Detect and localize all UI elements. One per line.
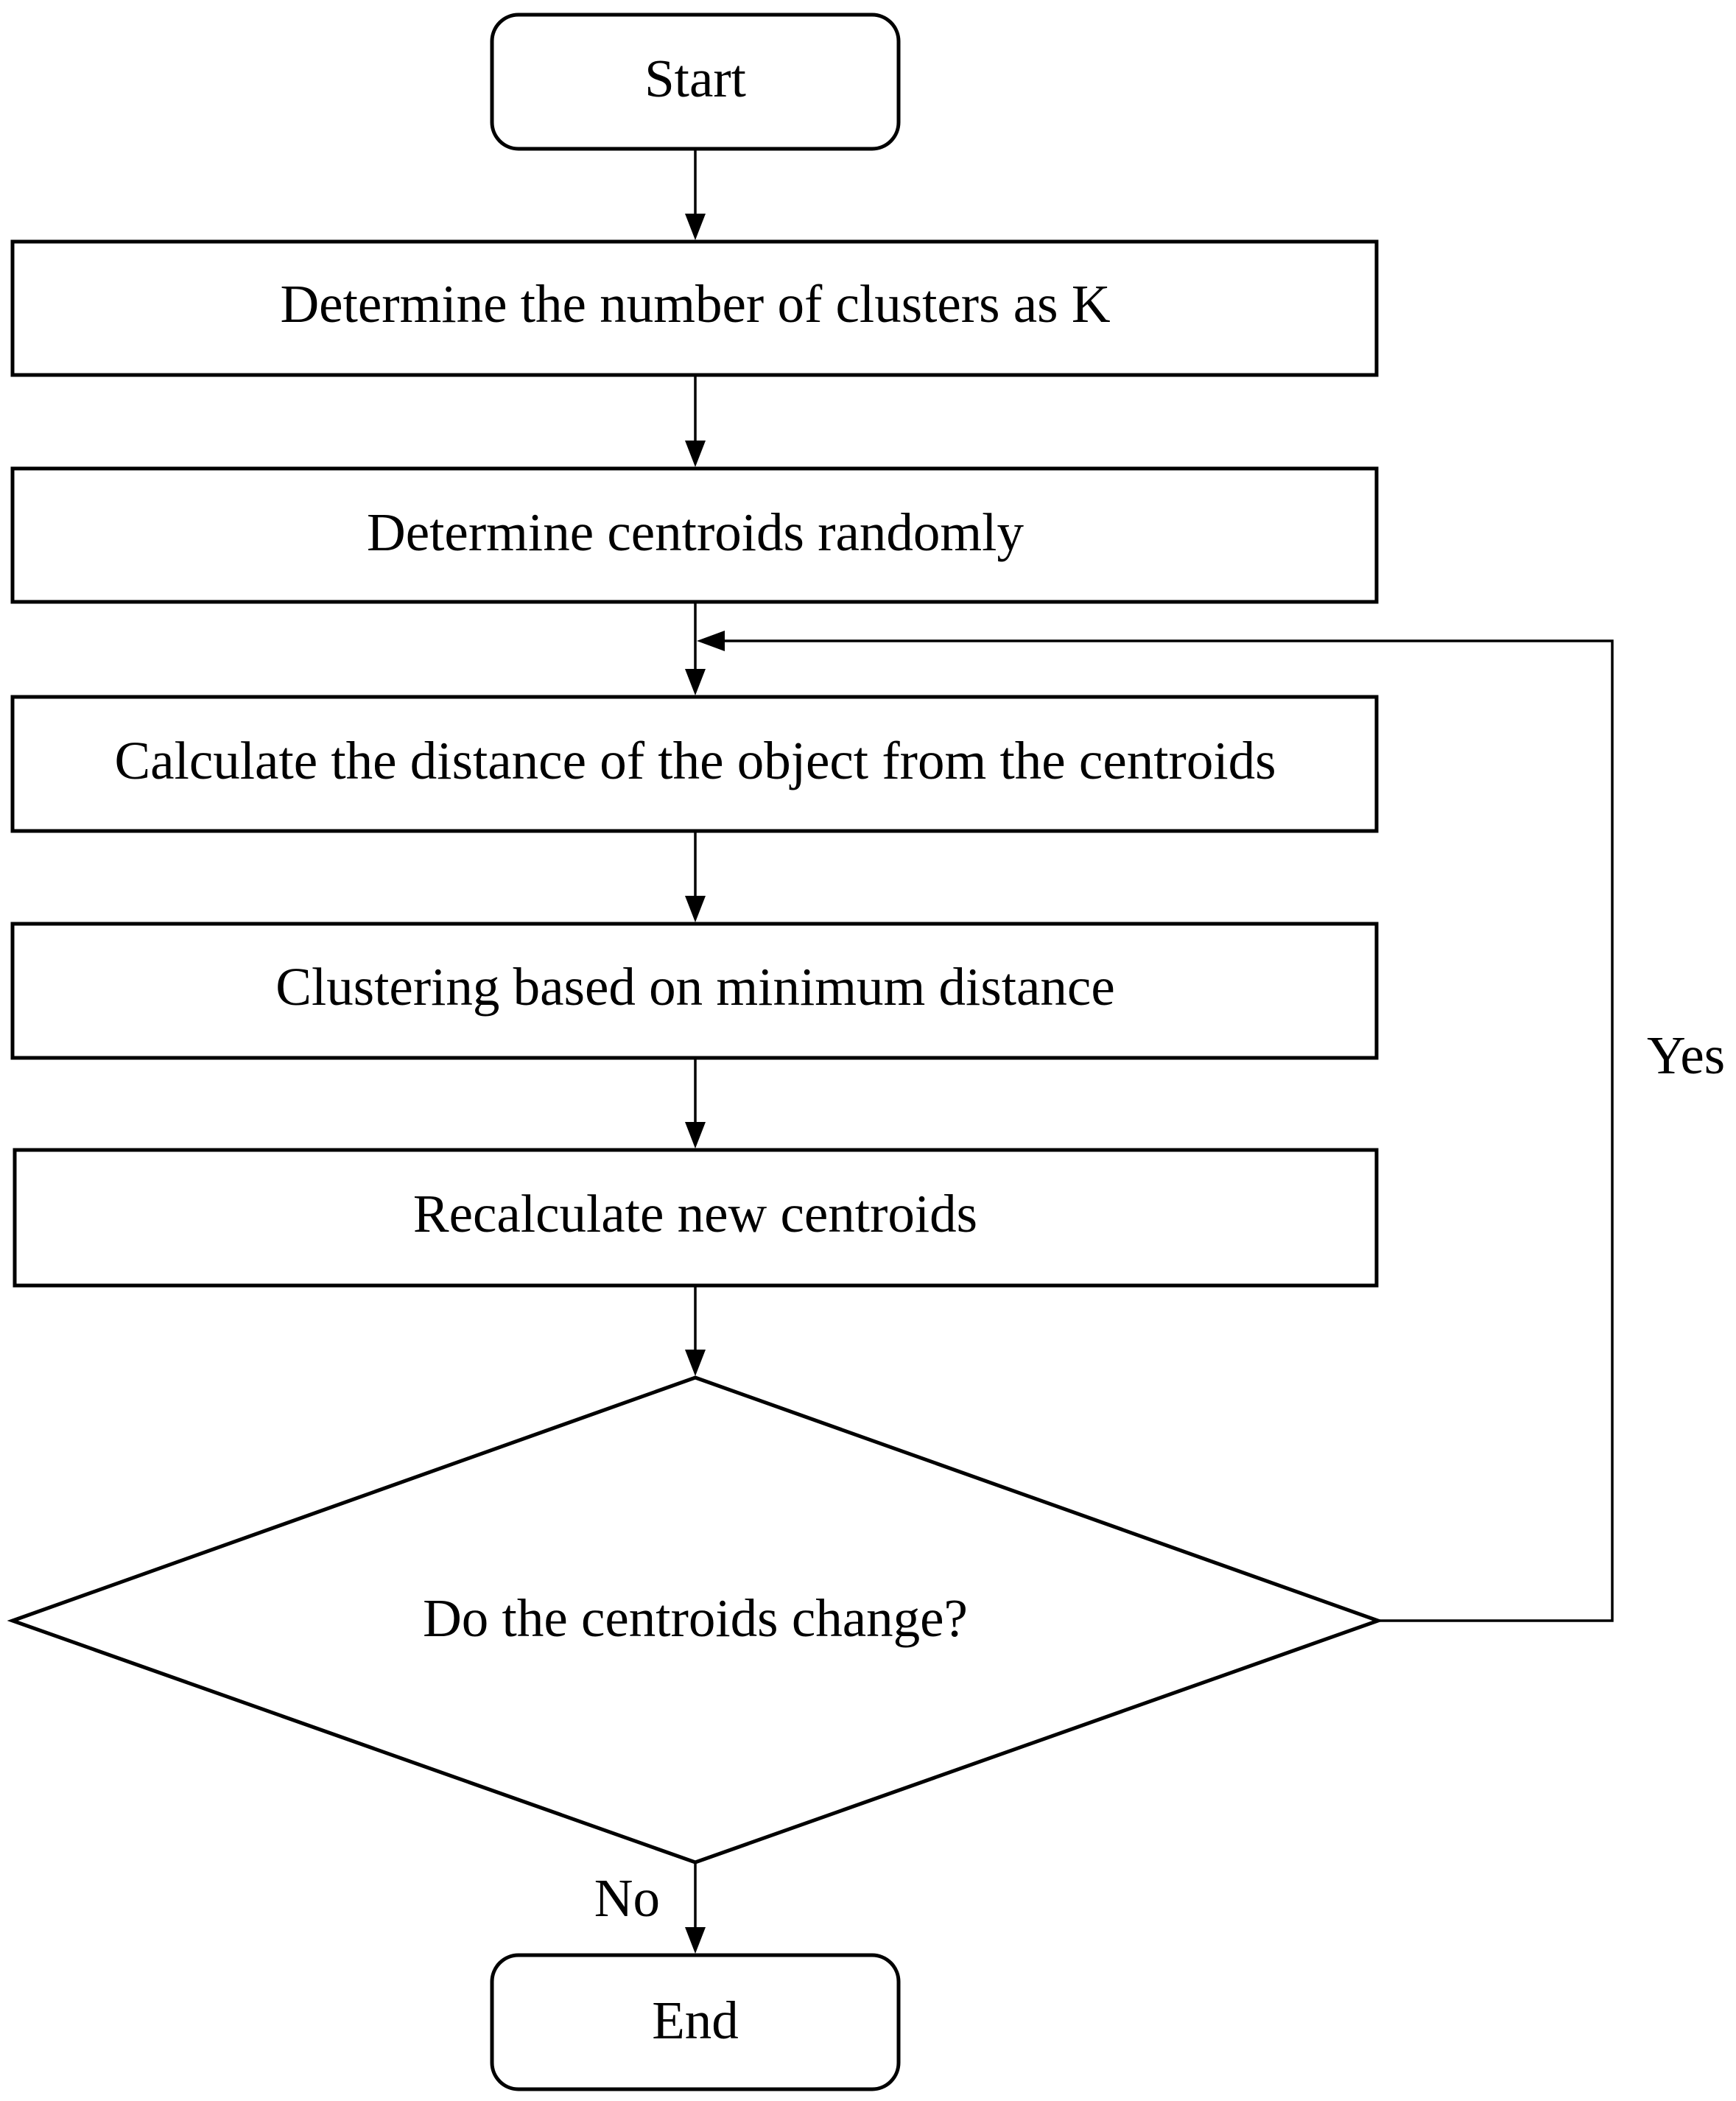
arrow-cluster-to-recalc (685, 1058, 706, 1148)
clustering-label: Clustering based on minimum distance (275, 957, 1114, 1017)
process-determine-k: Determine the number of clusters as K (10, 239, 1379, 377)
arrow-yes-loop (697, 631, 1614, 1622)
recalc-label: Recalculate new centroids (413, 1184, 977, 1244)
process-clustering: Clustering based on minimum distance (10, 922, 1379, 1060)
process-recalc-centroids: Recalculate new centroids (13, 1148, 1379, 1288)
end-label: End (652, 1990, 739, 2050)
init-centroids-label: Determine centroids randomly (367, 502, 1024, 562)
yes-label: Yes (1647, 1025, 1725, 1085)
no-label: No (594, 1868, 660, 1928)
arrow-start-to-k (685, 149, 706, 240)
arrow-recalc-to-decision (685, 1285, 706, 1376)
determine-k-label: Determine the number of clusters as K (280, 274, 1110, 334)
end-node: End (490, 1953, 901, 2091)
decision-centroids-change: Do the centroids change? (7, 1375, 1384, 1865)
start-label: Start (644, 49, 746, 108)
arrow-init-to-distance (685, 602, 706, 695)
decision-label: Do the centroids change? (423, 1588, 968, 1648)
arrow-distance-to-cluster (685, 831, 706, 922)
arrow-no-to-end (685, 1862, 706, 1954)
calc-distance-label: Calculate the distance of the object fro… (114, 731, 1276, 790)
start-node: Start (490, 13, 901, 151)
process-calc-distance: Calculate the distance of the object fro… (10, 695, 1379, 833)
process-init-centroids: Determine centroids randomly (10, 466, 1379, 604)
arrow-k-to-init (685, 375, 706, 467)
